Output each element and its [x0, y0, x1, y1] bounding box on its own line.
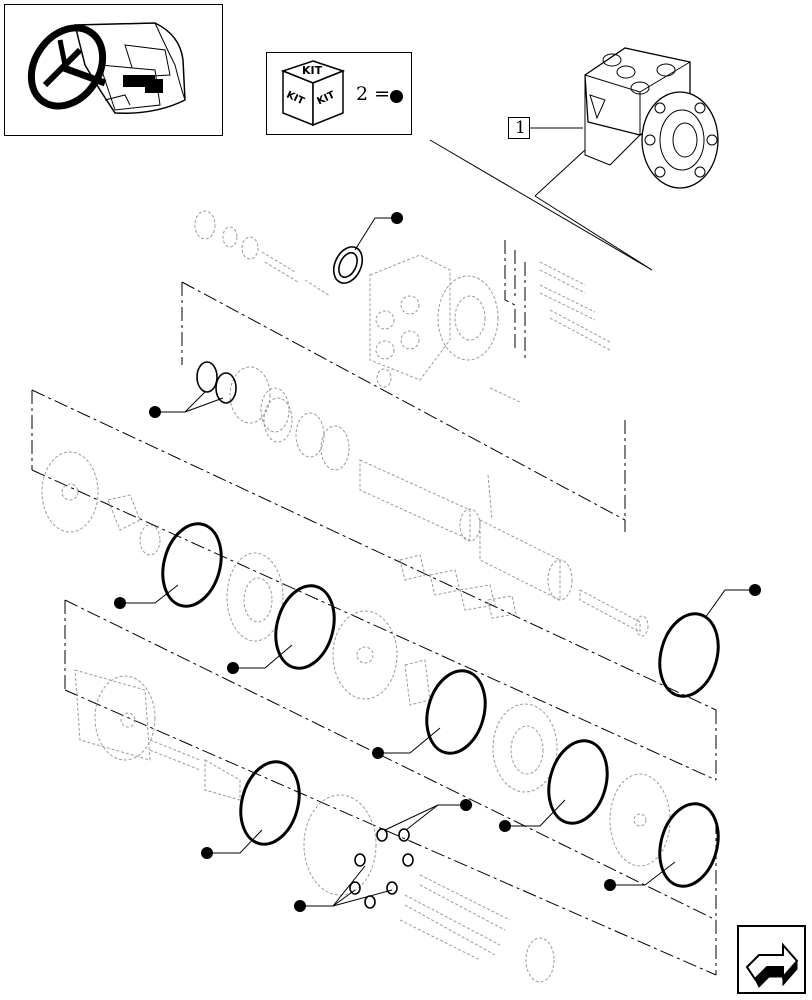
- reference-label-text: 1: [515, 118, 526, 138]
- next-page-arrow-icon: [745, 942, 799, 988]
- kit-bullet: [460, 799, 472, 811]
- steering-unit-assembled: [584, 47, 719, 189]
- kit-bullet: [604, 879, 616, 891]
- kit-bullet: [294, 900, 306, 912]
- kit-legend-frame: KIT KIT KIT 2 =: [266, 52, 412, 135]
- kit-face-top-label: KIT: [302, 64, 323, 77]
- kit-bullet: [201, 847, 213, 859]
- callout-leaders: [120, 217, 755, 907]
- steering-wheel-location-icon: [27, 22, 186, 114]
- end-cover-parts: [74, 669, 555, 983]
- kit-box-icon: [280, 60, 346, 127]
- kit-bullet: [372, 747, 384, 759]
- kit-bullet: [114, 597, 126, 609]
- kit-bullet: [749, 584, 761, 596]
- gerotor-parts: [41, 451, 671, 867]
- next-page-button[interactable]: [737, 925, 806, 994]
- location-thumbnail-frame: [4, 4, 223, 136]
- kit-seal-parts: [161, 246, 720, 909]
- kit-bullet-icon: [390, 90, 403, 103]
- kit-callout-bullets: [114, 212, 761, 912]
- kit-bullet: [227, 662, 239, 674]
- valve-housing-parts: [194, 210, 611, 403]
- kit-bullet: [391, 212, 403, 224]
- kit-quantity-text: 2 =: [356, 83, 391, 105]
- reference-label-box: 1: [508, 117, 530, 139]
- spool-and-sleeve-parts: [229, 366, 649, 637]
- kit-bullet: [499, 820, 511, 832]
- kit-bullet: [149, 406, 161, 418]
